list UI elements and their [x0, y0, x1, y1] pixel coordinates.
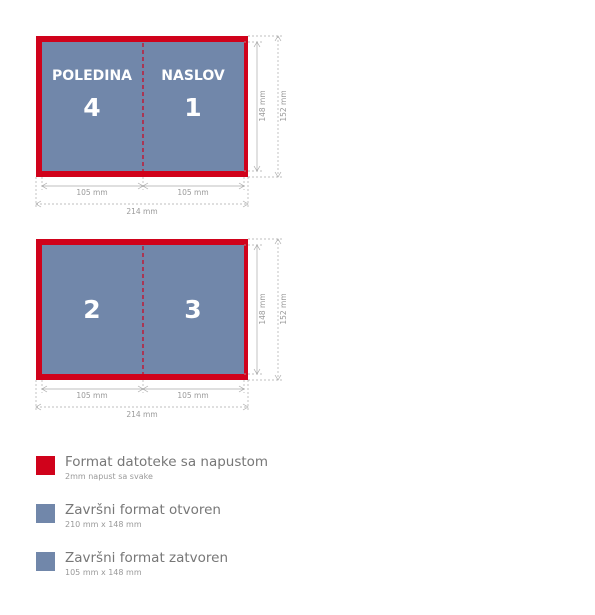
legend-title: Završni format otvoren: [65, 502, 221, 518]
spread-1: POLEDINA 4 NASLOV 1 148 mm 152 mm: [35, 35, 288, 216]
page-number-3: 3: [184, 295, 201, 324]
legend-subtitle: 2mm napust sa svake: [65, 472, 153, 481]
page-number-2: 2: [83, 295, 100, 324]
width-right-label: 105 mm: [177, 188, 208, 197]
width-left-label: 105 mm: [76, 188, 107, 197]
legend-subtitle: 210 mm x 148 mm: [65, 520, 142, 529]
width-dimensions: [35, 380, 249, 411]
height-dimensions: [244, 35, 282, 178]
width-dimensions: [35, 177, 249, 208]
page-title-back: POLEDINA: [52, 68, 132, 84]
legend-subtitle: 105 mm x 148 mm: [65, 568, 142, 577]
width-left-label: 105 mm: [76, 391, 107, 400]
height-dimensions: [244, 238, 282, 381]
height-inner-label: 148 mm: [258, 90, 267, 121]
closed-format-swatch: [36, 552, 55, 571]
height-outer-label: 152 mm: [279, 293, 288, 324]
page-number-1: 1: [184, 93, 201, 122]
open-format-swatch: [36, 504, 55, 523]
height-outer-label: 152 mm: [279, 90, 288, 121]
page-title-front: NASLOV: [161, 68, 225, 84]
height-inner-label: 148 mm: [258, 293, 267, 324]
width-right-label: 105 mm: [177, 391, 208, 400]
legend-title: Format datoteke sa napustom: [65, 454, 269, 470]
page-number-4: 4: [83, 93, 100, 122]
bleed-swatch: [36, 456, 55, 475]
legend-title: Završni format zatvoren: [65, 550, 229, 566]
width-total-label: 214 mm: [126, 410, 157, 419]
spread-2: 2 3 148 mm 152 mm: [35, 238, 288, 419]
width-total-label: 214 mm: [126, 207, 157, 216]
